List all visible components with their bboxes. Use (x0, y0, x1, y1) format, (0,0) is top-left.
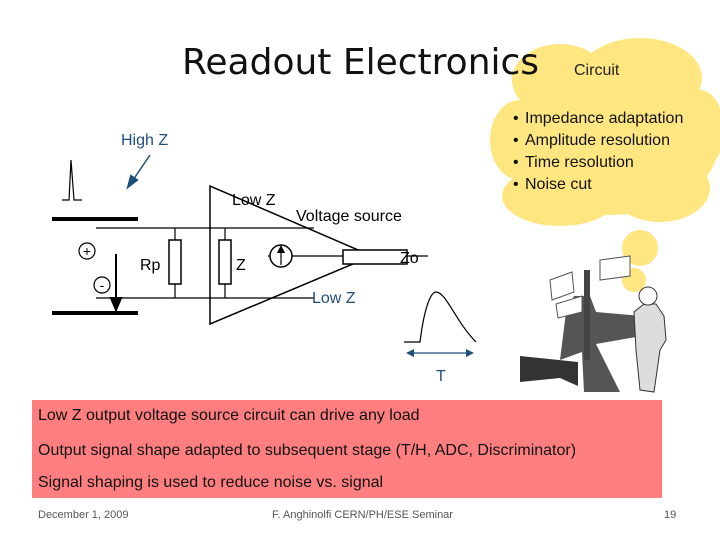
footer-date: December 1, 2009 (38, 509, 129, 521)
output-pulse (404, 291, 477, 343)
conclusion-line: Output signal shape adapted to subsequen… (38, 442, 577, 459)
input-pulse (62, 159, 82, 201)
zo-label: Zo (400, 250, 419, 267)
rp-label: Rp (140, 257, 161, 274)
bubble-bullet-list: Impedance adaptation Amplitude resolutio… (513, 108, 683, 196)
minus-terminal (93, 276, 111, 294)
z-label: Z (236, 257, 246, 274)
footer-author: F. Anghinolfi CERN/PH/ESE Seminar (272, 509, 453, 521)
page-number: 19 (664, 509, 677, 521)
low-z-input-label: Low Z (232, 192, 276, 209)
amplifier-triangle (209, 184, 374, 326)
zo-resistor (342, 249, 408, 265)
conclusion-line: Signal shaping is used to reduce noise v… (38, 474, 384, 491)
conclusion-banner: Low Z output voltage source circuit can … (32, 400, 662, 498)
slide-title: Readout Electronics (182, 42, 540, 83)
minus-sign: - (100, 277, 105, 293)
rp-resistor (168, 239, 182, 285)
bullet-item: Noise cut (513, 174, 683, 196)
signpost-illustration (520, 255, 667, 393)
z-resistor (218, 239, 232, 285)
bullet-item: Amplitude resolution (513, 130, 683, 152)
conclusion-line: Low Z output voltage source circuit can … (38, 407, 420, 424)
bullet-item: Time resolution (513, 152, 683, 174)
voltage-source-label: Voltage source (296, 208, 402, 225)
plus-sign: + (83, 243, 91, 259)
bubble-label: Circuit (574, 62, 620, 79)
high-z-label: High Z (121, 132, 169, 149)
bullet-item: Impedance adaptation (513, 108, 683, 130)
low-z-output-label: Low Z (312, 290, 356, 307)
t-label: T (436, 368, 446, 385)
plus-terminal (78, 242, 96, 260)
